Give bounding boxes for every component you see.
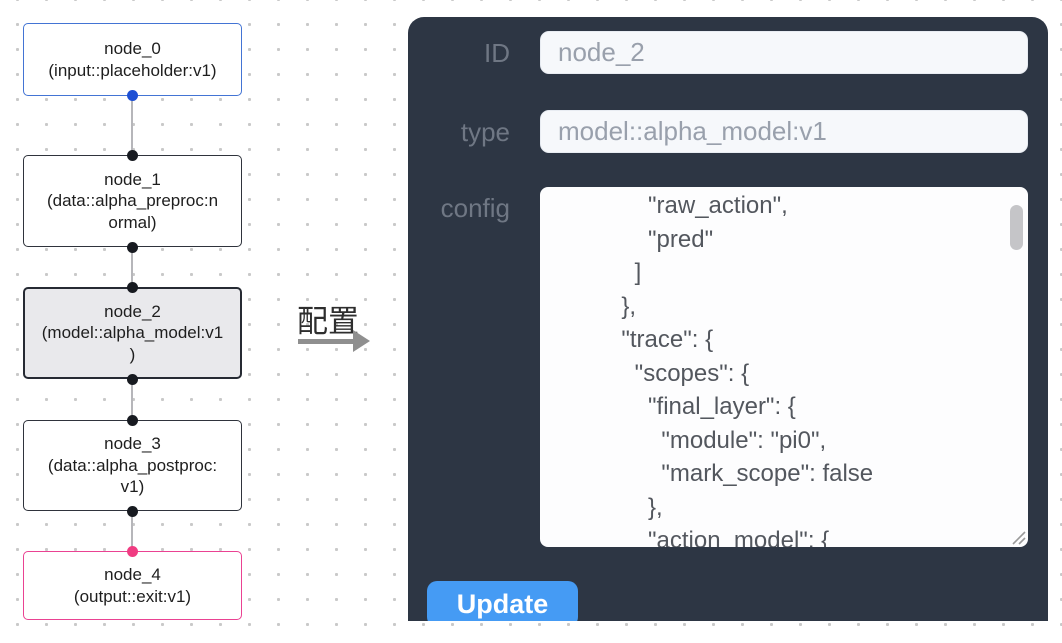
node-node_2-selected[interactable]: node_2 (model::alpha_model:v1 ) — [23, 287, 242, 379]
node-node_4[interactable]: node_4 (output::exit:v1) — [23, 551, 242, 620]
node-label: node_0 (input::placeholder:v1) — [48, 39, 217, 80]
node-label: node_2 (model::alpha_model:v1 ) — [41, 301, 224, 364]
connection-handle-node_4-top[interactable] — [127, 545, 138, 557]
node-node_1[interactable]: node_1 (data::alpha_preproc:n ormal) — [23, 155, 242, 247]
node-node_3[interactable]: node_3 (data::alpha_postproc: v1) — [23, 420, 242, 511]
connection-handle-node_0-bottom[interactable] — [127, 89, 138, 101]
edge-connector — [131, 247, 133, 287]
id-label: ID — [484, 38, 510, 68]
connection-handle-node_2-top[interactable] — [127, 281, 138, 293]
node-label: node_4 (output::exit:v1) — [73, 565, 192, 606]
right-arrow-icon — [353, 330, 370, 352]
edge-connector — [131, 95, 133, 155]
config-label: config — [440, 193, 510, 223]
config-panel: ID type config "raw_action", "pred" ] },… — [408, 17, 1048, 621]
edge-connector — [131, 379, 133, 420]
node-label: node_3 (data::alpha_postproc: v1) — [47, 434, 218, 497]
resize-handle-icon[interactable] — [1009, 528, 1026, 545]
node-label: node_1 (data::alpha_preproc:n ormal) — [46, 169, 219, 232]
config-arrow-label: 配置 — [297, 304, 359, 339]
type-input[interactable] — [540, 110, 1028, 153]
connection-handle-node_1-bottom[interactable] — [127, 241, 138, 253]
config-json-text: "raw_action", "pred" ] }, "trace": { "sc… — [621, 192, 874, 547]
node-node_0[interactable]: node_0 (input::placeholder:v1) — [23, 23, 242, 96]
right-arrow-icon — [298, 339, 354, 344]
update-button[interactable]: Update — [427, 581, 578, 621]
edge-connector — [131, 511, 133, 551]
type-label: type — [460, 117, 510, 147]
connection-handle-node_3-top[interactable] — [127, 414, 138, 426]
config-editor[interactable]: "raw_action", "pred" ] }, "trace": { "sc… — [540, 187, 1028, 547]
connection-handle-node_1-top[interactable] — [127, 149, 138, 161]
scrollbar-thumb[interactable] — [1010, 205, 1023, 250]
connection-handle-node_3-bottom[interactable] — [127, 505, 138, 517]
connection-handle-node_2-bottom[interactable] — [127, 373, 138, 385]
id-input[interactable] — [540, 31, 1028, 74]
